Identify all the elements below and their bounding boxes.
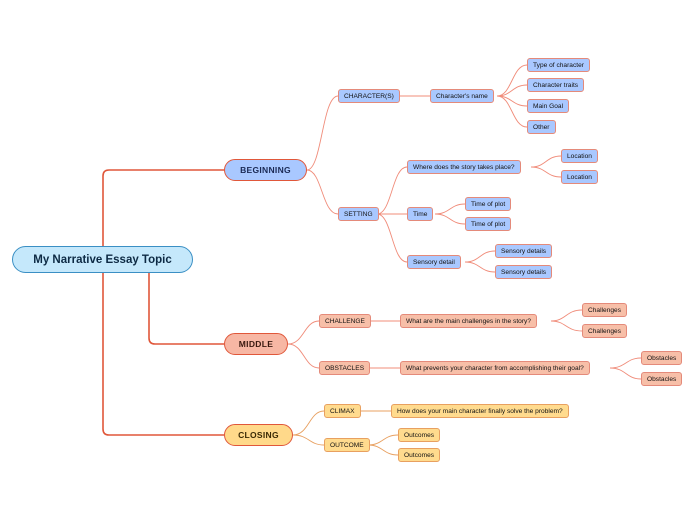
root-topic[interactable]: My Narrative Essay Topic — [12, 246, 193, 273]
branch-closing[interactable]: CLOSING — [224, 424, 293, 446]
node-time[interactable]: Time — [407, 207, 434, 221]
node-where-story-takes-place[interactable]: Where does the story takes place? — [407, 160, 521, 174]
node-characters[interactable]: CHARACTER(S) — [338, 89, 400, 103]
node-obstacles[interactable]: OBSTACLES — [319, 361, 371, 375]
node-characters-name[interactable]: Character's name — [430, 89, 494, 103]
node-obstacles-2[interactable]: Obstacles — [641, 372, 683, 386]
node-time-of-plot-1[interactable]: Time of plot — [465, 197, 512, 211]
node-location-1[interactable]: Location — [561, 149, 598, 163]
node-other[interactable]: Other — [527, 120, 556, 134]
branch-beginning[interactable]: BEGINNING — [224, 159, 307, 181]
node-sensory-detail[interactable]: Sensory detail — [407, 255, 461, 269]
node-challenges-1[interactable]: Challenges — [582, 303, 627, 317]
node-location-2[interactable]: Location — [561, 170, 598, 184]
node-type-of-character[interactable]: Type of character — [527, 58, 590, 72]
node-challenge-question[interactable]: What are the main challenges in the stor… — [400, 314, 537, 328]
node-outcomes-1[interactable]: Outcomes — [398, 428, 441, 442]
node-sensory-details-2[interactable]: Sensory details — [495, 265, 553, 279]
node-setting[interactable]: SETTING — [338, 207, 379, 221]
node-outcomes-2[interactable]: Outcomes — [398, 448, 441, 462]
node-challenges-2[interactable]: Challenges — [582, 324, 627, 338]
node-character-traits[interactable]: Character traits — [527, 78, 585, 92]
node-climax[interactable]: CLIMAX — [324, 404, 361, 418]
node-outcome[interactable]: OUTCOME — [324, 438, 370, 452]
node-obstacles-1[interactable]: Obstacles — [641, 351, 683, 365]
node-sensory-details-1[interactable]: Sensory details — [495, 244, 553, 258]
node-time-of-plot-2[interactable]: Time of plot — [465, 217, 512, 231]
node-climax-question[interactable]: How does your main character finally sol… — [391, 404, 569, 418]
branch-middle[interactable]: MIDDLE — [224, 333, 288, 355]
node-main-goal[interactable]: Main Goal — [527, 99, 570, 113]
node-obstacles-question[interactable]: What prevents your character from accomp… — [400, 361, 590, 375]
node-challenge[interactable]: CHALLENGE — [319, 314, 371, 328]
